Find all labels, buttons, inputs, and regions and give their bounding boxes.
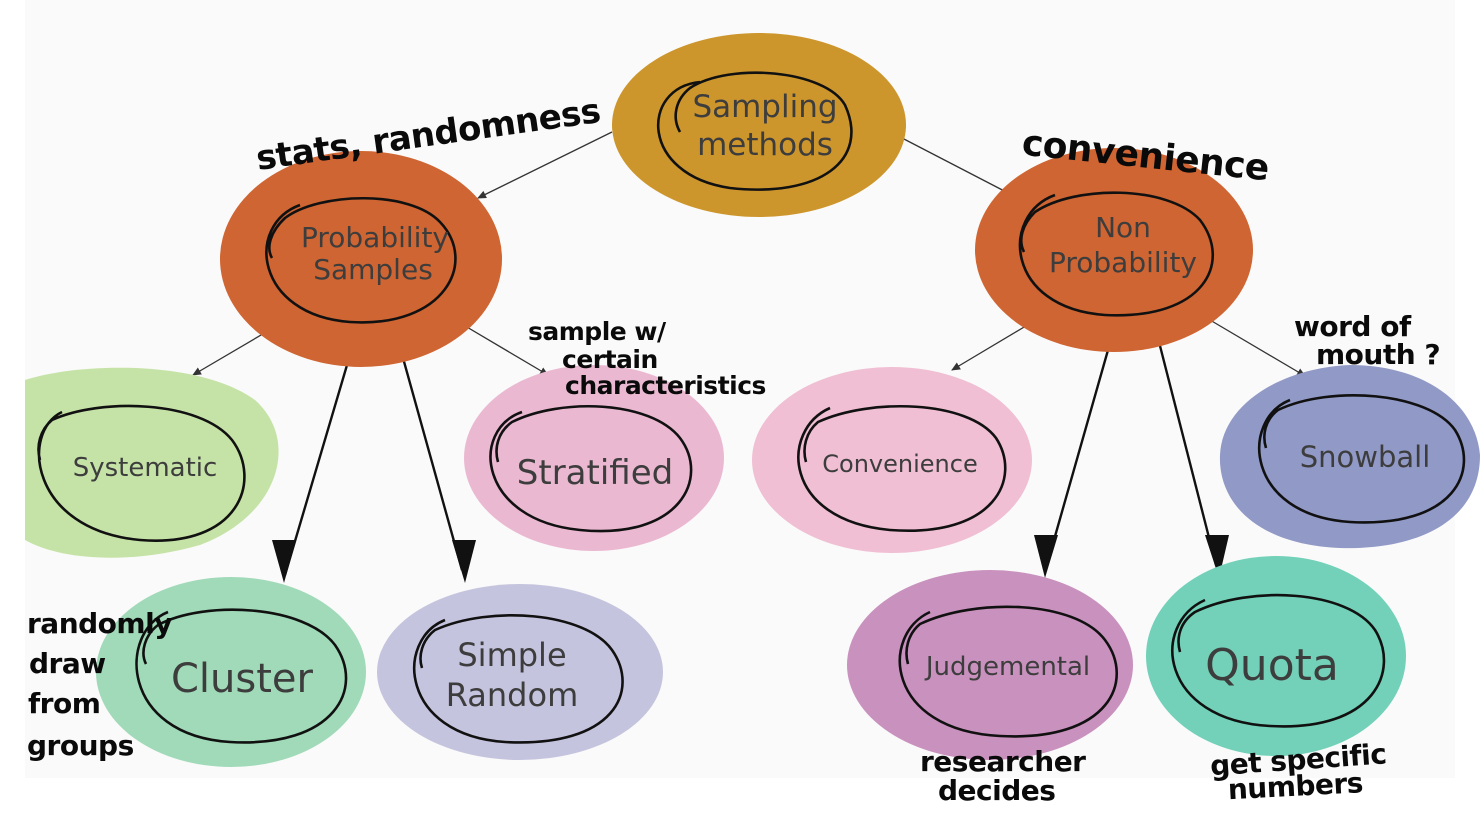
arrowhead-quota [1205, 535, 1229, 578]
node-label-line2: Random [446, 676, 578, 714]
node-label: Judgemental [924, 652, 1090, 682]
node-label-line1: Non [1095, 211, 1151, 244]
arrowhead-simple-random [452, 540, 476, 583]
annotation-snowball-2: mouth ? [1316, 338, 1440, 371]
annotation-judgemental-1: researcher [920, 745, 1086, 778]
node-label: Snowball [1300, 440, 1431, 474]
node-cluster: Cluster [96, 577, 366, 767]
edge-nonprob-quota [1156, 337, 1218, 566]
scribble-circle [265, 196, 457, 324]
annotation-stratified-3: characteristics [565, 371, 766, 400]
node-label: Stratified [517, 453, 673, 493]
node-label-line2: methods [697, 127, 833, 163]
node-fill [377, 584, 663, 760]
node-label-line2: Samples [313, 253, 433, 286]
node-systematic: Systematic [25, 367, 279, 558]
node-sampling-methods: Sampling methods [612, 33, 906, 217]
annotation-cluster-2: draw [29, 647, 106, 680]
edge-nonprob-judgemental [1044, 335, 1114, 569]
node-quota: Quota [1146, 556, 1406, 756]
edge-nonprob-snowball [1209, 319, 1306, 377]
annotation-cluster-1: randomly [27, 607, 172, 640]
node-snowball: Snowball [1219, 365, 1480, 549]
node-label: Systematic [73, 453, 218, 483]
annotation-cluster-4: groups [27, 729, 134, 762]
scribble-circle [1018, 191, 1215, 317]
node-simple-random: Simple Random [377, 584, 663, 760]
node-convenience: Convenience [752, 367, 1032, 553]
edge-root-nonprobability [901, 137, 1013, 196]
node-stratified: Stratified [464, 365, 724, 551]
node-label-line1: Probability [301, 221, 449, 254]
node-fill [220, 151, 502, 367]
annotation-cluster-3: from [28, 687, 100, 720]
edge-probability-cluster [283, 337, 357, 576]
scribble-circle [797, 405, 1007, 533]
node-label-line1: Simple [457, 636, 566, 674]
edge-root-probability [477, 131, 613, 199]
scribble-circle [898, 605, 1119, 738]
scribble-circle [1171, 593, 1386, 728]
node-label-line2: Probability [1049, 246, 1197, 279]
edge-probability-stratified [454, 319, 549, 376]
annotation-quota-2: numbers [1227, 766, 1364, 806]
node-fill [1219, 365, 1480, 549]
scribble-circle [656, 71, 853, 191]
annotation-stratified-2: certain [562, 345, 658, 374]
node-fill [464, 365, 724, 551]
node-non-probability: Non Probability [975, 148, 1253, 352]
arrowhead-cluster [272, 540, 296, 583]
node-label: Quota [1205, 640, 1339, 691]
annotation-judgemental-2: decides [938, 774, 1055, 807]
scribble-circle [489, 404, 693, 533]
scribble-circle [1258, 393, 1466, 524]
node-label: Convenience [822, 450, 977, 478]
scribble-circle [135, 608, 348, 744]
edge-probability-simple-random [396, 339, 464, 571]
node-fill [25, 367, 279, 558]
annotation-snowball-1: word of [1294, 310, 1412, 343]
node-fill [847, 570, 1133, 760]
scribble-circle [413, 613, 624, 744]
arrowhead-judgemental [1034, 535, 1058, 578]
annotation-stratified-1: sample w/ [528, 317, 667, 346]
scribble-circle [37, 404, 246, 542]
node-judgemental: Judgemental [847, 570, 1133, 760]
node-label-line1: Sampling [692, 89, 837, 125]
node-label: Cluster [171, 656, 314, 702]
node-probability-samples: Probability Samples [220, 151, 502, 367]
